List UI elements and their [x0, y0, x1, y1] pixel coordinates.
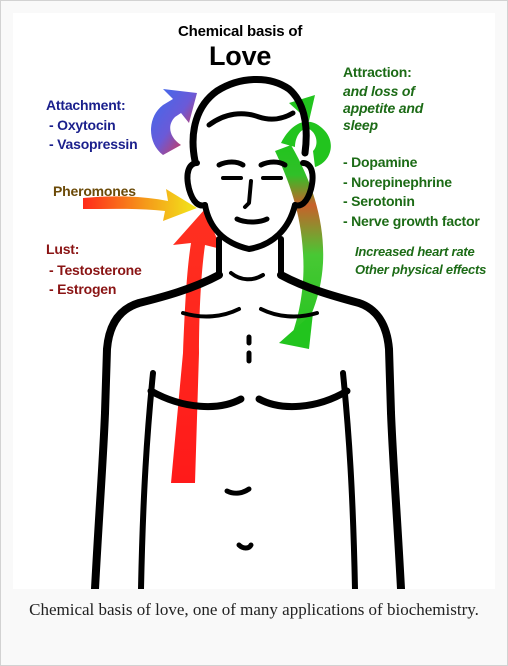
- attraction-item: - Norepinephrine: [343, 173, 480, 193]
- attraction-item: - Dopamine: [343, 153, 480, 173]
- lust-item: - Estrogen: [49, 280, 142, 299]
- lust-item: - Testosterone: [49, 261, 142, 280]
- effect-item: Other physical effects: [355, 261, 486, 279]
- attachment-heading: Attachment:: [46, 97, 125, 113]
- diagram-title-line1: Chemical basis of: [178, 23, 302, 40]
- effect-item: Increased heart rate: [355, 243, 486, 261]
- attraction-item: - Serotonin: [343, 192, 480, 212]
- figure-caption: Chemical basis of love, one of many appl…: [13, 596, 495, 623]
- attraction-subtitle: and loss of appetite and sleep: [343, 83, 423, 134]
- love-chemistry-diagram[interactable]: Chemical basis of Love Attachment: - Oxy…: [13, 13, 495, 589]
- lust-heading: Lust:: [46, 241, 79, 257]
- attachment-item: - Oxytocin: [49, 116, 137, 135]
- attraction-subtitle-line: appetite and: [343, 100, 423, 117]
- lust-list: - Testosterone - Estrogen: [49, 261, 142, 299]
- attachment-item: - Vasopressin: [49, 135, 137, 154]
- diagram-title-line2: Love: [209, 41, 271, 72]
- attraction-list: - Dopamine - Norepinephrine - Serotonin …: [343, 153, 480, 231]
- attraction-heading: Attraction:: [343, 64, 412, 80]
- physical-effects: Increased heart rate Other physical effe…: [355, 243, 486, 279]
- pheromones-label: Pheromones: [53, 183, 136, 199]
- attachment-list: - Oxytocin - Vasopressin: [49, 116, 137, 154]
- attraction-subtitle-line: and loss of: [343, 83, 423, 100]
- attraction-subtitle-line: sleep: [343, 117, 423, 134]
- attraction-item: - Nerve growth factor: [343, 212, 480, 232]
- lust-arrow: [171, 209, 221, 483]
